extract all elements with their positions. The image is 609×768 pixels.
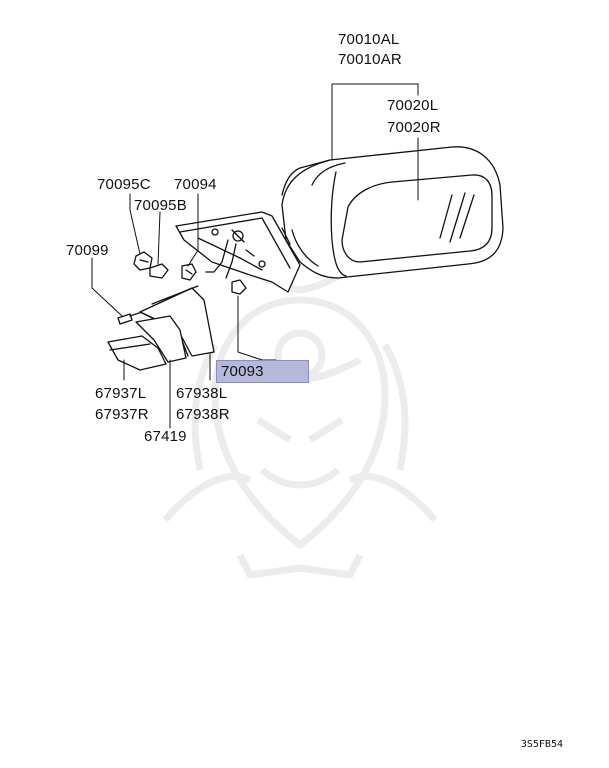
- label-67938l: 67938L: [176, 385, 228, 402]
- label-70010ar: 70010AR: [338, 51, 402, 68]
- label-67419: 67419: [144, 428, 187, 445]
- label-70020r: 70020R: [387, 119, 441, 136]
- clip-70095b: [149, 263, 169, 279]
- cover-67937: [107, 335, 167, 371]
- label-70095b: 70095B: [134, 197, 187, 214]
- label-67937l: 67937L: [95, 385, 147, 402]
- clip-70094: [181, 263, 197, 281]
- clip-70093: [231, 279, 247, 295]
- diagram-code: 3S5FB54: [520, 739, 563, 750]
- label-67938r: 67938R: [176, 406, 230, 423]
- label-70094: 70094: [174, 176, 217, 193]
- label-67937r: 67937R: [95, 406, 149, 423]
- mirror-glass: [341, 174, 493, 263]
- label-70099: 70099: [66, 242, 109, 259]
- cover-67419: [135, 315, 187, 363]
- label-70010al: 70010AL: [338, 31, 400, 48]
- label-70020l: 70020L: [387, 97, 439, 114]
- label-70095c: 70095C: [97, 176, 151, 193]
- mirror-base-bracket: [175, 211, 301, 293]
- label-70093-highlighted[interactable]: 70093: [216, 360, 309, 383]
- clip-70095c: [133, 251, 153, 271]
- watermark-logo: [162, 247, 438, 579]
